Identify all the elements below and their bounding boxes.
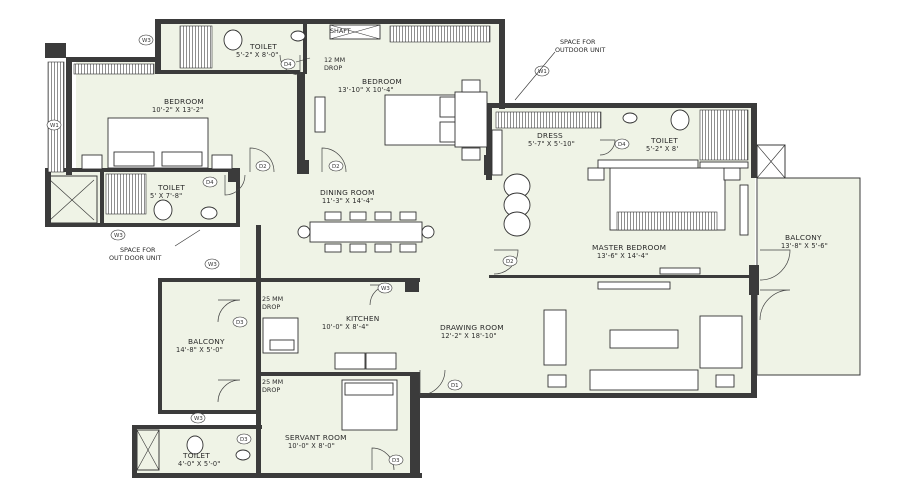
kitchen-name: KITCHEN bbox=[346, 314, 379, 323]
drop-25mm-kitchen-line2: DROP bbox=[262, 303, 280, 311]
room-fills bbox=[45, 22, 860, 475]
dress-name: DRESS bbox=[537, 131, 563, 140]
tag-d2-b: D2 bbox=[332, 164, 340, 170]
toilet-top-name: TOILET bbox=[249, 42, 277, 51]
toilet-servant-dims: 4'-0" X 5'-0" bbox=[178, 460, 221, 468]
master-bedroom-name: MASTER BEDROOM bbox=[592, 243, 666, 252]
desk-top bbox=[454, 91, 488, 148]
tag-d4-c: D4 bbox=[618, 142, 626, 148]
servant-dims: 10'-0" X 8'-0" bbox=[288, 442, 335, 450]
dining-name: DINING ROOM bbox=[320, 188, 375, 197]
toilet-left-dims: 5' X 7'-8" bbox=[150, 192, 182, 200]
duct-servant bbox=[136, 429, 160, 471]
drop-12mm-line2: DROP bbox=[324, 64, 342, 72]
shaft-label: SHAFT bbox=[330, 27, 351, 35]
toilet-master-dims: 5'-2" X 8' bbox=[646, 145, 678, 153]
door-window-tags: W3 W1 W1 W3 W3 W3 D3 D1 D2 D2 D4 D4 D4 D… bbox=[46, 34, 630, 466]
tag-w3-c: W3 bbox=[208, 262, 217, 268]
tag-d3-b: D3 bbox=[240, 437, 248, 443]
dining-dims: 11'-3" X 14'-4" bbox=[322, 197, 373, 205]
outdoor-unit-right-line1: SPACE FOR bbox=[560, 38, 596, 46]
tag-d2-a: D2 bbox=[259, 164, 267, 170]
window-grilles bbox=[47, 25, 749, 215]
outdoor-unit-right-line2: OUTDOOR UNIT bbox=[555, 46, 605, 54]
dress-dims: 5'-7" X 5'-10" bbox=[528, 140, 575, 148]
coffee-table bbox=[609, 329, 679, 349]
tag-w3-e: W3 bbox=[194, 416, 203, 422]
drop-25mm-kitchen-line1: 25 MM bbox=[262, 295, 283, 303]
tag-d1: D1 bbox=[451, 383, 459, 389]
drop-25mm-servant-line1: 25 MM bbox=[262, 378, 283, 386]
door-swings bbox=[217, 54, 791, 471]
tag-w3-b: W3 bbox=[114, 233, 123, 239]
walls bbox=[45, 19, 759, 478]
furniture bbox=[81, 24, 749, 461]
room-labels: TOILET 5'-2" X 8'-0" SHAFT 12 MM DROP BE… bbox=[109, 27, 828, 468]
outdoor-unit-left-line2: OUT DOOR UNIT bbox=[109, 254, 161, 262]
balcony-left-floor bbox=[162, 280, 260, 410]
bedroom-top-name: BEDROOM bbox=[362, 77, 402, 86]
drawing-name: DRAWING ROOM bbox=[440, 323, 504, 332]
master-bedroom-dims: 13'-6" X 14'-4" bbox=[597, 252, 648, 260]
drawing-dims: 12'-2" X 18'-10" bbox=[441, 332, 497, 340]
tag-w1-b: W1 bbox=[538, 69, 547, 75]
note-leaders bbox=[174, 51, 556, 247]
tag-w1-a: W1 bbox=[50, 123, 59, 129]
tag-d3-a: D3 bbox=[236, 320, 244, 326]
toilet-left-name: TOILET bbox=[157, 183, 185, 192]
drop-25mm-servant-line2: DROP bbox=[262, 386, 280, 394]
outdoor-unit-left-line1: SPACE FOR bbox=[120, 246, 156, 254]
tag-d2-c: D2 bbox=[506, 259, 514, 265]
toilet-master-name: TOILET bbox=[650, 136, 678, 145]
balcony-left-name: BALCONY bbox=[188, 337, 225, 346]
sofa-left bbox=[543, 309, 567, 366]
drop-12mm-line1: 12 MM bbox=[324, 56, 345, 64]
bedroom-top-dims: 13'-10" X 10'-4" bbox=[338, 86, 394, 94]
dining-table bbox=[309, 221, 423, 243]
duct-right bbox=[756, 144, 786, 179]
kitchen-dims: 10'-0" X 8'-4" bbox=[322, 323, 369, 331]
balcony-right-dims: 13'-8" X 5'-6" bbox=[781, 242, 828, 250]
sofa-right bbox=[699, 315, 743, 369]
balcony-left-dims: 14'-8" X 5'-0" bbox=[176, 346, 223, 354]
bedroom-left-dims: 10'-2" X 13'-2" bbox=[152, 106, 203, 114]
balcony-right-floor bbox=[758, 178, 860, 375]
balcony-right-outline bbox=[756, 177, 861, 376]
servant-name: SERVANT ROOM bbox=[285, 433, 347, 442]
tag-d4-b: D4 bbox=[284, 62, 292, 68]
tag-w3-d: W3 bbox=[381, 286, 390, 292]
sofa-bottom bbox=[589, 369, 699, 391]
tag-w3-a: W3 bbox=[142, 38, 151, 44]
tag-d3-c: D3 bbox=[392, 458, 400, 464]
bedroom-left-name: BEDROOM bbox=[164, 97, 204, 106]
tag-d4-a: D4 bbox=[206, 180, 214, 186]
duct-left bbox=[46, 175, 98, 224]
toilet-servant-name: TOILET bbox=[182, 451, 210, 460]
toilet-top-dims: 5'-2" X 8'-0" bbox=[236, 51, 279, 59]
balcony-right-name: BALCONY bbox=[785, 233, 822, 242]
